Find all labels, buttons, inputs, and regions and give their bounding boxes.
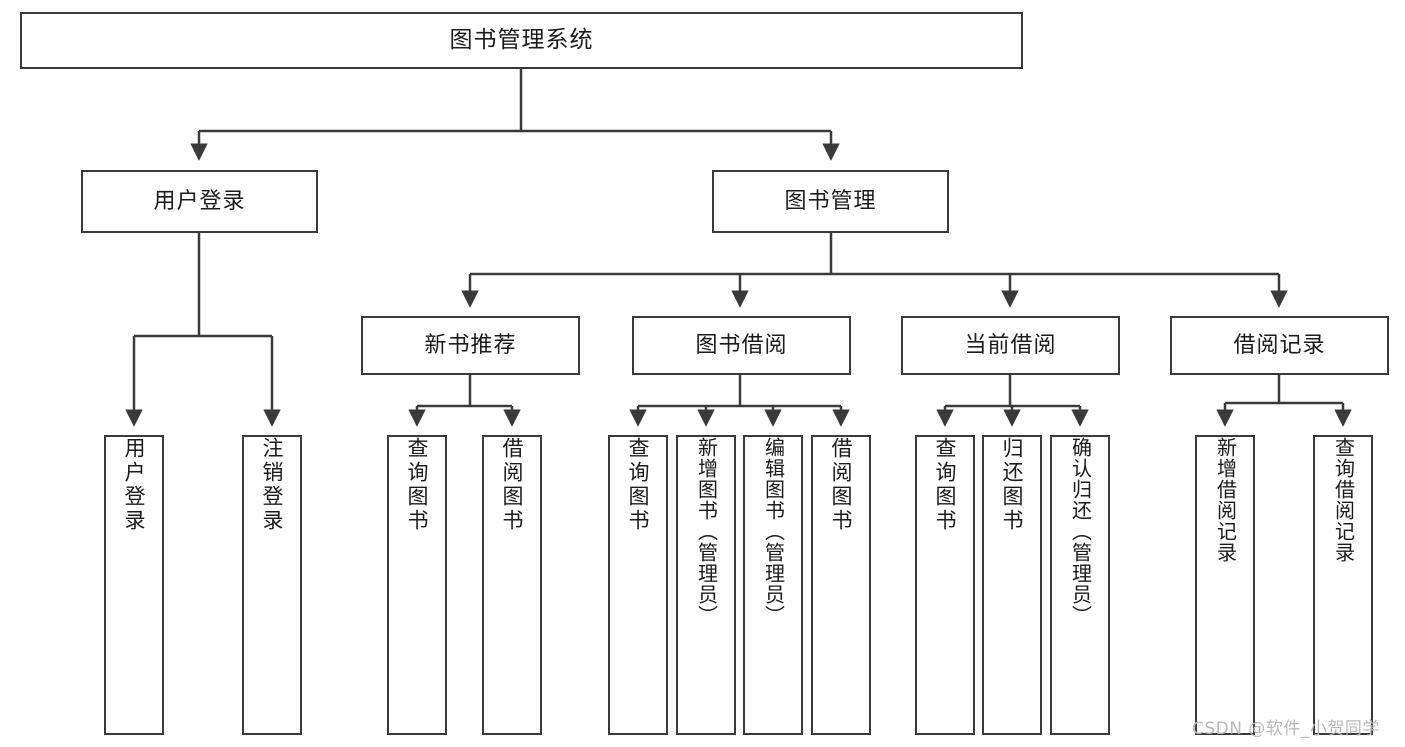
node-label: 借阅图书: [829, 437, 854, 533]
node-label: 归还图书: [1000, 437, 1025, 533]
node-label: 查询借阅记录: [1331, 437, 1356, 563]
node-label: 图书借阅: [695, 332, 788, 358]
node-label: 图书管理: [784, 188, 877, 214]
leaf-borrow-add-book-admin[interactable]: 新增图书（管理员）: [676, 435, 736, 735]
leaf-user-login-signin[interactable]: 用户登录: [104, 435, 164, 735]
leaf-new-book-borrow[interactable]: 借阅图书: [482, 435, 542, 735]
node-label: 当前借阅: [964, 332, 1057, 358]
node-label: 查询图书: [405, 437, 430, 533]
node-label: 查询图书: [933, 437, 958, 533]
node-label: 注销登录: [260, 437, 285, 533]
leaf-current-return-book[interactable]: 归还图书: [982, 435, 1042, 735]
leaf-current-query-book[interactable]: 查询图书: [915, 435, 975, 735]
node-current-borrow[interactable]: 当前借阅: [901, 316, 1120, 375]
node-label: 新书推荐: [424, 332, 517, 358]
node-label: 借阅记录: [1233, 332, 1326, 358]
leaf-borrow-edit-book-admin[interactable]: 编辑图书（管理员）: [743, 435, 803, 735]
node-label: 查询图书: [626, 437, 651, 533]
leaf-borrow-borrow-book[interactable]: 借阅图书: [811, 435, 871, 735]
node-book-borrow[interactable]: 图书借阅: [632, 316, 851, 375]
node-user-login[interactable]: 用户登录: [81, 170, 318, 233]
node-book-management[interactable]: 图书管理: [712, 170, 949, 233]
node-label: 确认归还（管理员）: [1068, 437, 1093, 626]
leaf-record-add-record[interactable]: 新增借阅记录: [1195, 435, 1255, 735]
node-label: 新增借阅记录: [1213, 437, 1238, 563]
leaf-borrow-query-book[interactable]: 查询图书: [608, 435, 668, 735]
leaf-current-confirm-return-admin[interactable]: 确认归还（管理员）: [1050, 435, 1110, 735]
node-label: 编辑图书（管理员）: [761, 437, 786, 626]
node-root-system[interactable]: 图书管理系统: [20, 12, 1023, 69]
leaf-user-login-signout[interactable]: 注销登录: [242, 435, 302, 735]
node-label: 图书管理系统: [449, 26, 594, 53]
node-borrow-record[interactable]: 借阅记录: [1170, 316, 1389, 375]
node-new-book-recommend[interactable]: 新书推荐: [361, 316, 580, 375]
node-label: 新增图书（管理员）: [694, 437, 719, 626]
leaf-record-query-record[interactable]: 查询借阅记录: [1313, 435, 1373, 735]
node-label: 借阅图书: [500, 437, 525, 533]
node-label: 用户登录: [122, 437, 147, 533]
csdn-watermark: CSDN @软件_小贺同学: [1192, 719, 1380, 739]
node-label: 用户登录: [153, 188, 246, 214]
leaf-new-book-query[interactable]: 查询图书: [387, 435, 447, 735]
